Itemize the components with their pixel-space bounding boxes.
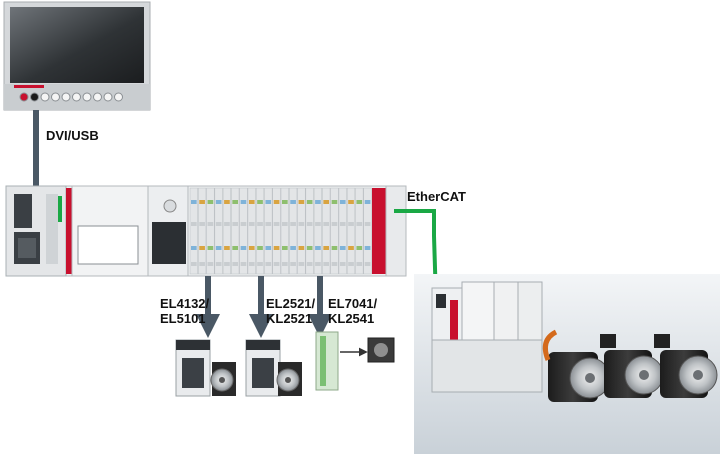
stepper-module bbox=[315, 331, 395, 391]
terminal-slice bbox=[338, 187, 347, 275]
terminal-slice bbox=[239, 187, 248, 275]
servo-system-panel bbox=[414, 274, 720, 454]
terminal-slice bbox=[280, 187, 289, 275]
terminal-slice bbox=[322, 187, 331, 275]
dvi-usb-label: DVI/USB bbox=[46, 128, 99, 143]
ethercat-cable bbox=[394, 209, 444, 308]
module-label-3: EL7041/ KL2541 bbox=[328, 296, 378, 326]
terminal-bank bbox=[189, 187, 372, 275]
terminal-slice bbox=[198, 187, 207, 275]
module-label-2: EL2521/ KL2521 bbox=[266, 296, 316, 326]
terminal-slice bbox=[272, 187, 281, 275]
module-label-1: EL4132/ EL5101 bbox=[160, 296, 210, 326]
embedded-pc bbox=[5, 185, 407, 277]
panel-button bbox=[40, 92, 50, 102]
terminal-slice bbox=[363, 187, 372, 275]
terminal-slice bbox=[222, 187, 232, 275]
servo-drive-2 bbox=[245, 339, 302, 397]
panel-button bbox=[114, 92, 123, 102]
servo-drive-1 bbox=[175, 339, 236, 397]
terminal-slice bbox=[214, 187, 223, 275]
terminal-slice bbox=[206, 187, 215, 275]
panel-button bbox=[82, 92, 92, 102]
terminal-slice bbox=[305, 187, 314, 275]
servo-motor-a bbox=[542, 329, 611, 402]
servo-motor-c bbox=[654, 334, 718, 398]
terminal-slice bbox=[264, 187, 273, 275]
panel-button bbox=[30, 92, 39, 102]
panel-button bbox=[61, 92, 71, 102]
panel-button bbox=[93, 92, 102, 102]
terminal-slice bbox=[355, 187, 364, 275]
terminal-slice bbox=[346, 187, 356, 275]
terminal-slice bbox=[189, 187, 198, 275]
terminal-slice bbox=[297, 187, 306, 275]
terminal-slice bbox=[255, 187, 265, 275]
terminal-slice bbox=[289, 187, 298, 275]
panel-button bbox=[51, 92, 60, 102]
servo-motor-b bbox=[600, 334, 664, 398]
ethercat-label: EtherCAT bbox=[407, 189, 466, 204]
terminal-slice bbox=[330, 187, 339, 275]
panel-button bbox=[103, 92, 113, 102]
panel-button bbox=[72, 92, 81, 102]
terminal-slice bbox=[247, 187, 256, 275]
control-panel bbox=[3, 1, 151, 111]
panel-buttons bbox=[19, 92, 123, 102]
terminal-slice bbox=[231, 187, 240, 275]
panel-button bbox=[19, 92, 29, 102]
terminal-slice bbox=[313, 187, 323, 275]
